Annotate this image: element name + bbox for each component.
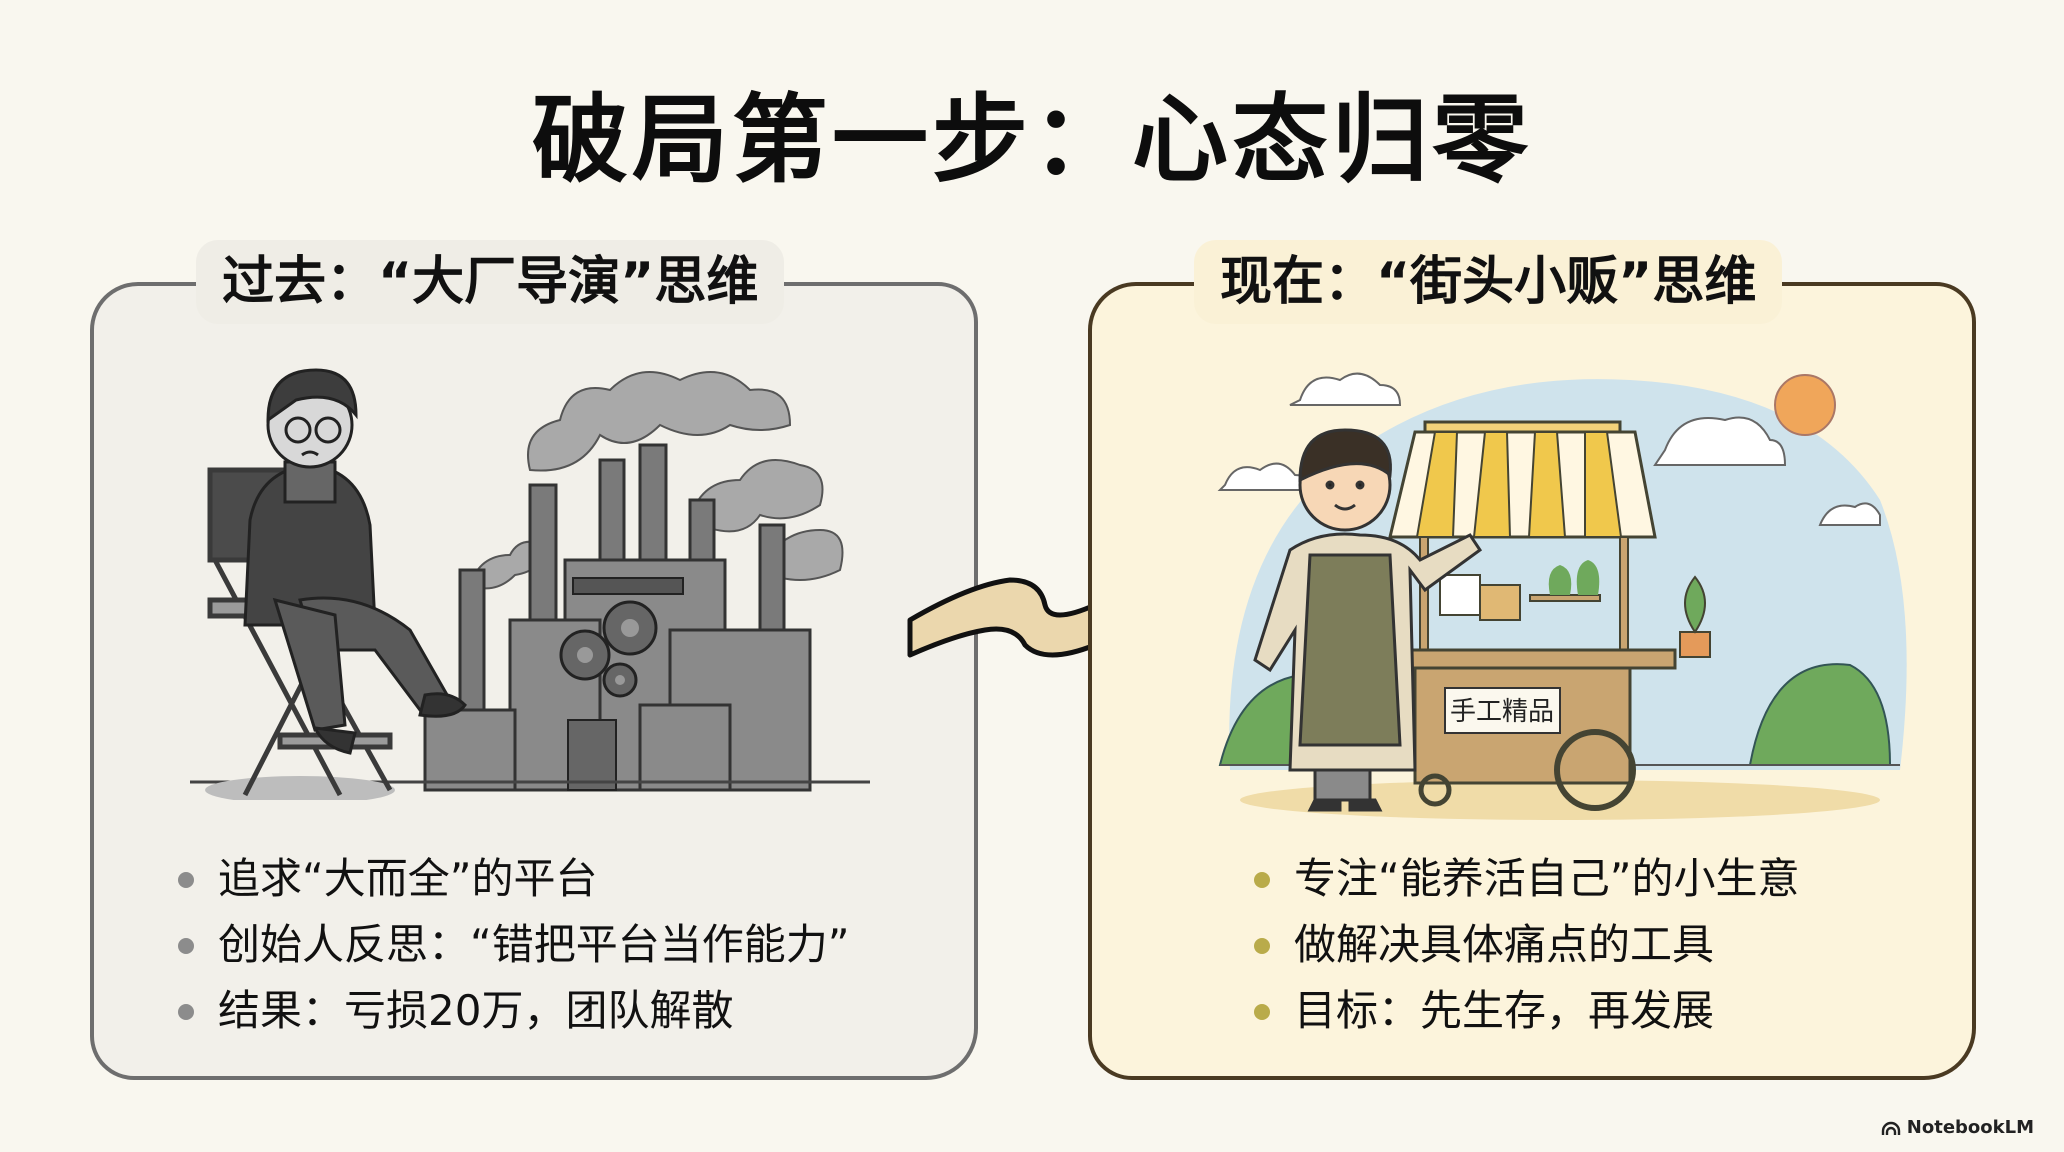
vendor-cart-illustration: 手工精品 [1217, 372, 1907, 820]
past-panel-header: 过去：“大厂导演”思维 [196, 240, 785, 324]
brand-label: NotebookLM [1906, 1117, 2034, 1138]
present-bullet: 专注“能养活自己”的小生意 [1252, 846, 1800, 912]
notebooklm-logo-icon [1881, 1121, 1900, 1135]
past-bullet: 结果：亏损20万，团队解散 [176, 978, 850, 1044]
director-factory-illustration [190, 368, 870, 800]
brand-watermark: NotebookLM [1881, 1117, 2034, 1138]
cart-sign-text: 手工精品 [1450, 697, 1554, 727]
present-bullet: 目标：先生存，再发展 [1252, 978, 1800, 1044]
past-bullet: 追求“大而全”的平台 [176, 846, 850, 912]
bullet-dot-icon [1254, 1004, 1270, 1020]
past-bullet-list: 追求“大而全”的平台 创始人反思：“错把平台当作能力” 结果：亏损20万，团队解… [176, 846, 850, 1044]
bullet-dot-icon [178, 872, 194, 888]
bullet-dot-icon [178, 1004, 194, 1020]
bullet-dot-icon [1254, 872, 1270, 888]
bullet-dot-icon [178, 938, 194, 954]
past-bullet: 创始人反思：“错把平台当作能力” [176, 912, 850, 978]
present-bullet-list: 专注“能养活自己”的小生意 做解决具体痛点的工具 目标：先生存，再发展 [1252, 846, 1800, 1044]
bullet-dot-icon [1254, 938, 1270, 954]
present-panel-header: 现在：“街头小贩”思维 [1194, 240, 1783, 324]
present-bullet: 做解决具体痛点的工具 [1252, 912, 1800, 978]
page-title: 破局第一步：心态归零 [532, 84, 1532, 196]
